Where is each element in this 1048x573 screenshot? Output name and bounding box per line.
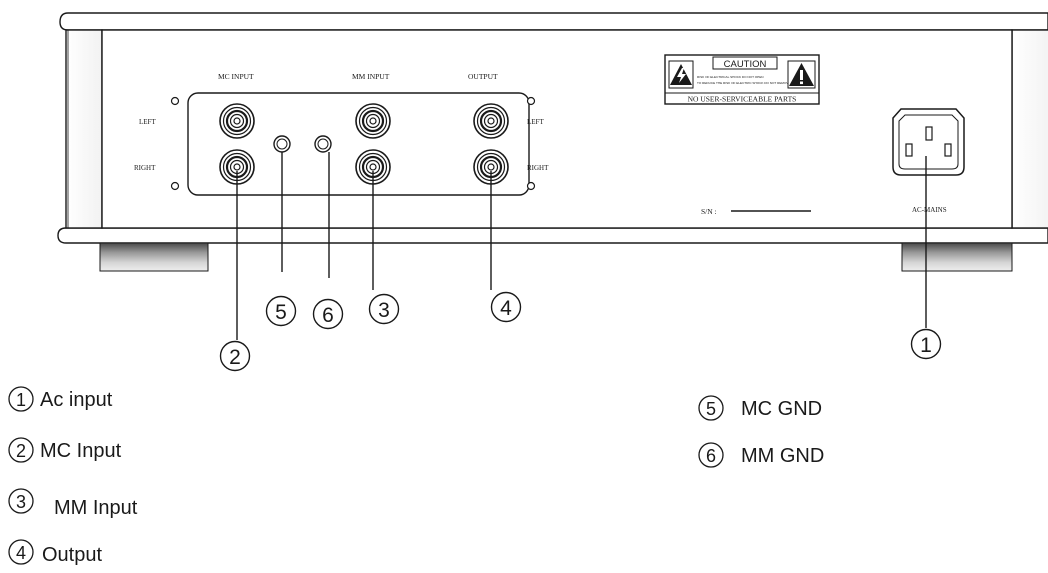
top-cover [59,12,1048,31]
svg-text:1: 1 [16,390,26,410]
mm-gnd-post[interactable] [314,135,332,153]
legend-item-4: 4 Output [8,539,102,566]
svg-text:Output: Output [42,544,102,566]
svg-text:5: 5 [706,399,716,419]
svg-text:2: 2 [229,346,241,369]
right-channel-label-out: RIGHT [527,164,549,172]
connector-plate [187,92,530,196]
left-channel-label-out: LEFT [527,118,544,126]
bottom-lip [57,227,1048,244]
callout-5: 5 [265,295,297,327]
mm-input-right-jack[interactable] [355,149,391,185]
svg-text:Ac input: Ac input [40,389,113,411]
mm-input-left-jack[interactable] [355,103,391,139]
svg-text:MM GND: MM GND [741,445,824,467]
indicator-holes [170,96,536,191]
serial-label: S/N : [701,207,717,216]
mc-input-right-jack[interactable] [219,149,255,185]
caution-fine-print-1: RISK OF ELECTRICAL SHOCK DO NOT OPEN [697,75,764,79]
left-side-cheek [65,29,103,229]
legend-item-5: 5 MC GND [698,395,822,421]
callout-3: 3 [368,293,400,325]
right-foot [901,242,1013,272]
left-foot [99,242,209,272]
legend-item-3: 3 MM Input [8,488,138,519]
left-channel-label: LEFT [139,118,156,126]
output-left-jack[interactable] [473,103,509,139]
hole-left-top [170,96,180,106]
hole-left-bottom [170,181,180,191]
callouts: 5 6 3 4 2 1 [219,291,942,372]
svg-text:6: 6 [706,446,716,466]
legend-item-1: 1 Ac input [8,386,113,412]
svg-text:MC Input: MC Input [40,440,122,462]
rca-jacks [219,103,509,185]
svg-text:4: 4 [16,543,26,563]
right-channel-label: RIGHT [134,164,156,172]
ground-posts [273,135,332,153]
svg-text:3: 3 [378,299,390,322]
feet [99,242,1013,272]
caution-title: CAUTION [724,59,767,70]
output-label: OUTPUT [468,72,498,81]
mc-input-left-jack[interactable] [219,103,255,139]
callout-4: 4 [490,291,522,323]
legend-item-2: 2 MC Input [8,437,122,463]
callout-6: 6 [312,298,344,330]
caution-fine-print-2: TO REDUCE THE RISK OF ELECTRIC SHOCK DO … [697,81,803,85]
ac-pin-left [905,143,913,157]
legend: 1 Ac input 2 MC Input 3 MM Input 4 Outpu… [8,386,824,566]
svg-text:3: 3 [16,492,26,512]
svg-text:2: 2 [16,441,26,461]
svg-text:4: 4 [500,297,512,320]
leader-lines [236,152,927,340]
hole-right-bottom [526,181,536,191]
mm-input-label: MM INPUT [352,72,390,81]
mc-gnd-post[interactable] [273,135,291,153]
svg-text:MC GND: MC GND [741,398,822,420]
svg-text:1: 1 [920,334,932,357]
exclamation-warning-icon [787,60,816,89]
ac-pin-earth [925,126,933,141]
ac-mains-label: AC-MAINS [912,206,947,214]
callout-2: 2 [219,340,251,372]
electric-shock-warning-icon [668,60,694,89]
legend-item-6: 6 MM GND [698,442,824,468]
ac-inlet[interactable] [892,108,965,176]
svg-text:6: 6 [322,304,334,327]
caution-footer: NO USER-SERVICEABLE PARTS [688,95,797,104]
hole-right-top [526,96,536,106]
svg-text:5: 5 [275,301,287,324]
callout-1: 1 [910,328,942,360]
mc-input-label: MC INPUT [218,72,254,81]
caution-label: CAUTION RISK OF ELECTRICAL SHOCK DO NOT … [664,54,820,105]
right-side-cheek [1011,29,1048,229]
ac-pin-right [944,143,952,157]
svg-text:MM Input: MM Input [54,497,138,519]
